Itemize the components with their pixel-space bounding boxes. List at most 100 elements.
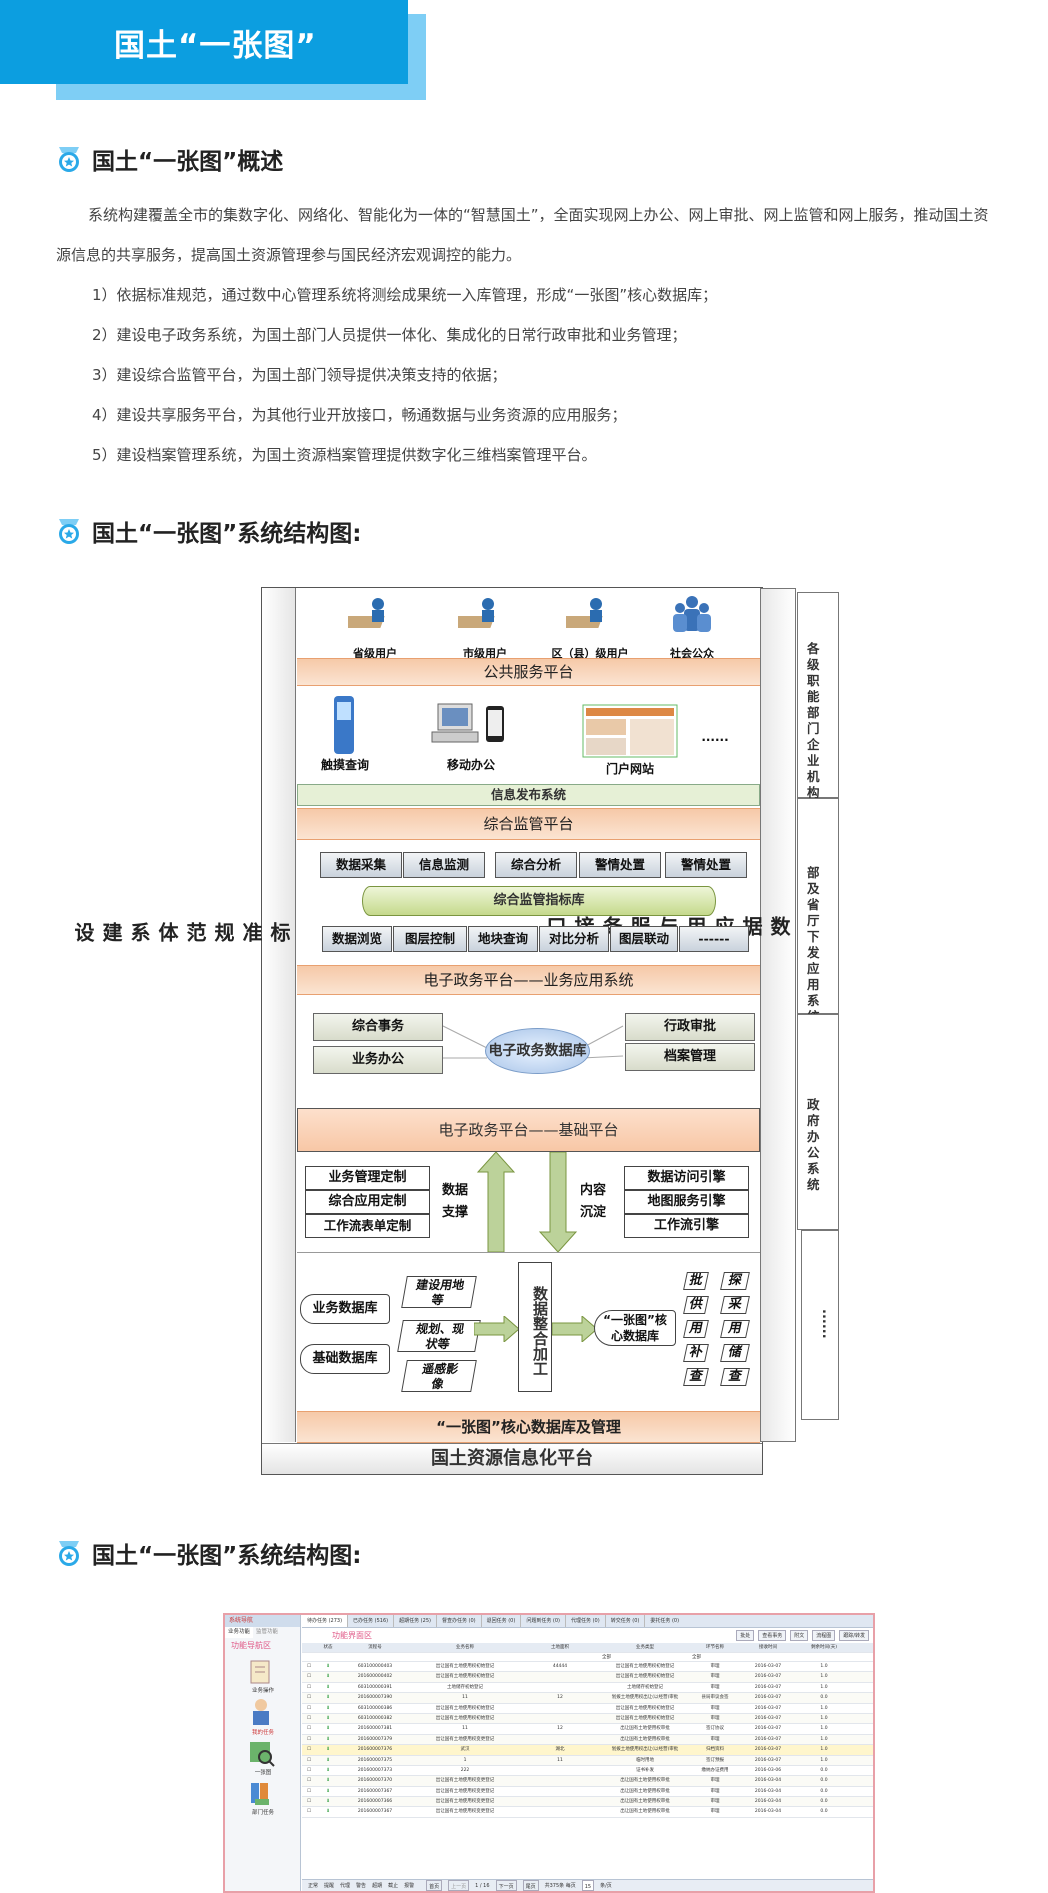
filter-cell[interactable] bbox=[520, 1653, 600, 1661]
mobile-office-icon bbox=[431, 703, 504, 743]
row-checkbox[interactable]: ☐ bbox=[306, 1684, 312, 1690]
table-cell bbox=[520, 1797, 600, 1806]
row-checkbox[interactable]: ☐ bbox=[306, 1767, 312, 1773]
column-header: 剩余时间(天) bbox=[810, 1645, 837, 1650]
status-flag-icon: ⬇ bbox=[326, 1664, 330, 1669]
filter-cell[interactable] bbox=[302, 1653, 316, 1661]
filter-row[interactable]: 全部 全部 bbox=[302, 1653, 873, 1662]
table-cell: 0.0 bbox=[820, 1767, 828, 1773]
business-op-icon bbox=[250, 1660, 270, 1684]
row-checkbox[interactable]: ☐ bbox=[306, 1736, 312, 1742]
row-checkbox[interactable]: ☐ bbox=[306, 1809, 312, 1815]
batch-button[interactable]: 批处 bbox=[736, 1630, 755, 1641]
supervision-top-1: 数据采集 bbox=[320, 852, 402, 878]
table-cell: 出让国有土地使用权变更登记 bbox=[435, 1778, 495, 1784]
attach-button[interactable]: 附文 bbox=[790, 1630, 809, 1641]
sidebar-item-my-task[interactable]: 我的任务 bbox=[251, 1730, 274, 1736]
row-checkbox[interactable]: ☐ bbox=[306, 1778, 312, 1784]
base-left-1: 业务管理定制 bbox=[305, 1166, 430, 1190]
table-cell bbox=[520, 1766, 600, 1775]
table-cell: 审理 bbox=[710, 1736, 720, 1742]
filter-cell[interactable]: 全部 bbox=[692, 1655, 701, 1660]
tab-proxy[interactable]: 代理任务 (0) bbox=[566, 1615, 606, 1627]
sidebar-tab-business[interactable]: 业务功能 bbox=[225, 1627, 254, 1638]
row-checkbox[interactable]: ☐ bbox=[306, 1674, 312, 1680]
row-checkbox[interactable]: ☐ bbox=[306, 1799, 312, 1805]
table-cell: 证书补发 bbox=[636, 1767, 654, 1773]
tab-entrust[interactable]: 委托任务 (0) bbox=[650, 1618, 680, 1624]
table-cell: 审理 bbox=[710, 1674, 720, 1680]
pager-prev[interactable]: 上一页 bbox=[448, 1880, 470, 1891]
row-checkbox[interactable]: ☐ bbox=[306, 1747, 312, 1753]
status-legend-normal: 正常 bbox=[308, 1883, 319, 1889]
table-cell: 11 bbox=[462, 1726, 468, 1732]
sidebar-tab-supervision[interactable]: 监管功能 bbox=[256, 1629, 279, 1635]
row-checkbox[interactable]: ☐ bbox=[306, 1715, 312, 1721]
task-tabs: 待办任务 (273) 已办任务 (516) 超期任务 (25) 督查办任务 (0… bbox=[302, 1615, 873, 1628]
filter-cell[interactable] bbox=[410, 1653, 520, 1661]
row-checkbox[interactable]: ☐ bbox=[306, 1664, 312, 1669]
tab-overdue[interactable]: 超期任务 (25) bbox=[394, 1615, 437, 1627]
view-button[interactable]: 查看事务 bbox=[758, 1630, 787, 1641]
filter-cell[interactable] bbox=[796, 1653, 852, 1661]
pager-next[interactable]: 下一页 bbox=[495, 1880, 517, 1891]
pager-unit: 条/页 bbox=[600, 1883, 612, 1889]
column-header: 环节名称 bbox=[706, 1645, 724, 1650]
pager-first[interactable]: 首页 bbox=[426, 1880, 443, 1891]
op-left-5: 查 bbox=[683, 1368, 709, 1386]
provincial-user-icon bbox=[348, 598, 385, 628]
tab-done[interactable]: 已办任务 (516) bbox=[348, 1615, 395, 1627]
table-cell bbox=[520, 1776, 600, 1785]
row-checkbox[interactable]: ☐ bbox=[306, 1726, 312, 1732]
track-button[interactable]: 跟踪/转发 bbox=[839, 1630, 869, 1641]
table-cell: 222 bbox=[460, 1767, 470, 1773]
tab-question[interactable]: 问题到任务 (0) bbox=[521, 1615, 567, 1627]
supervision-top-5: 警情处置 bbox=[665, 852, 747, 878]
table-cell: 201600007370 bbox=[357, 1778, 393, 1784]
row-checkbox[interactable]: ☐ bbox=[306, 1788, 312, 1794]
table-cell: 出让国有土地使用权审批 bbox=[620, 1726, 670, 1732]
row-checkbox[interactable]: ☐ bbox=[306, 1757, 312, 1763]
flowchart-button[interactable]: 流程图 bbox=[812, 1630, 836, 1641]
filter-cell[interactable]: 全部 bbox=[602, 1655, 611, 1660]
table-cell: 缴纳办证费用 bbox=[701, 1767, 729, 1773]
filter-cell[interactable] bbox=[316, 1653, 340, 1661]
sidebar-item-business[interactable]: 业务操作 bbox=[251, 1688, 274, 1694]
tab-todo[interactable]: 待办任务 (273) bbox=[302, 1615, 349, 1627]
tab-returned[interactable]: 退回任务 (0) bbox=[482, 1615, 522, 1627]
pager-size-select[interactable]: 15 bbox=[581, 1880, 595, 1891]
row-checkbox[interactable]: ☐ bbox=[306, 1695, 312, 1701]
kiosk-icon bbox=[334, 696, 354, 754]
my-task-icon bbox=[253, 1699, 269, 1725]
tab-transfer[interactable]: 转交任务 (0) bbox=[606, 1615, 646, 1627]
medal-icon bbox=[59, 1541, 79, 1566]
filter-cell[interactable] bbox=[340, 1653, 410, 1661]
section-structure-1: 国土“一张图”系统结构图: bbox=[56, 514, 361, 548]
table-cell bbox=[520, 1787, 600, 1796]
filter-cell[interactable] bbox=[740, 1653, 796, 1661]
table-cell: 0.0 bbox=[820, 1695, 828, 1701]
table-cell: 201600007379 bbox=[357, 1736, 393, 1742]
row-checkbox[interactable]: ☐ bbox=[306, 1705, 312, 1711]
sidebar-item-dept-task[interactable]: 部门任务 bbox=[251, 1810, 274, 1816]
status-legend-warn: 警告 bbox=[356, 1883, 367, 1889]
table-cell: 土地储存初始登记 bbox=[627, 1684, 663, 1690]
pager-last[interactable]: 尾页 bbox=[522, 1880, 539, 1891]
sidebar-item-one-map[interactable]: 一张图 bbox=[254, 1770, 272, 1776]
tab-supervise[interactable]: 督查办任务 (0) bbox=[437, 1615, 482, 1627]
